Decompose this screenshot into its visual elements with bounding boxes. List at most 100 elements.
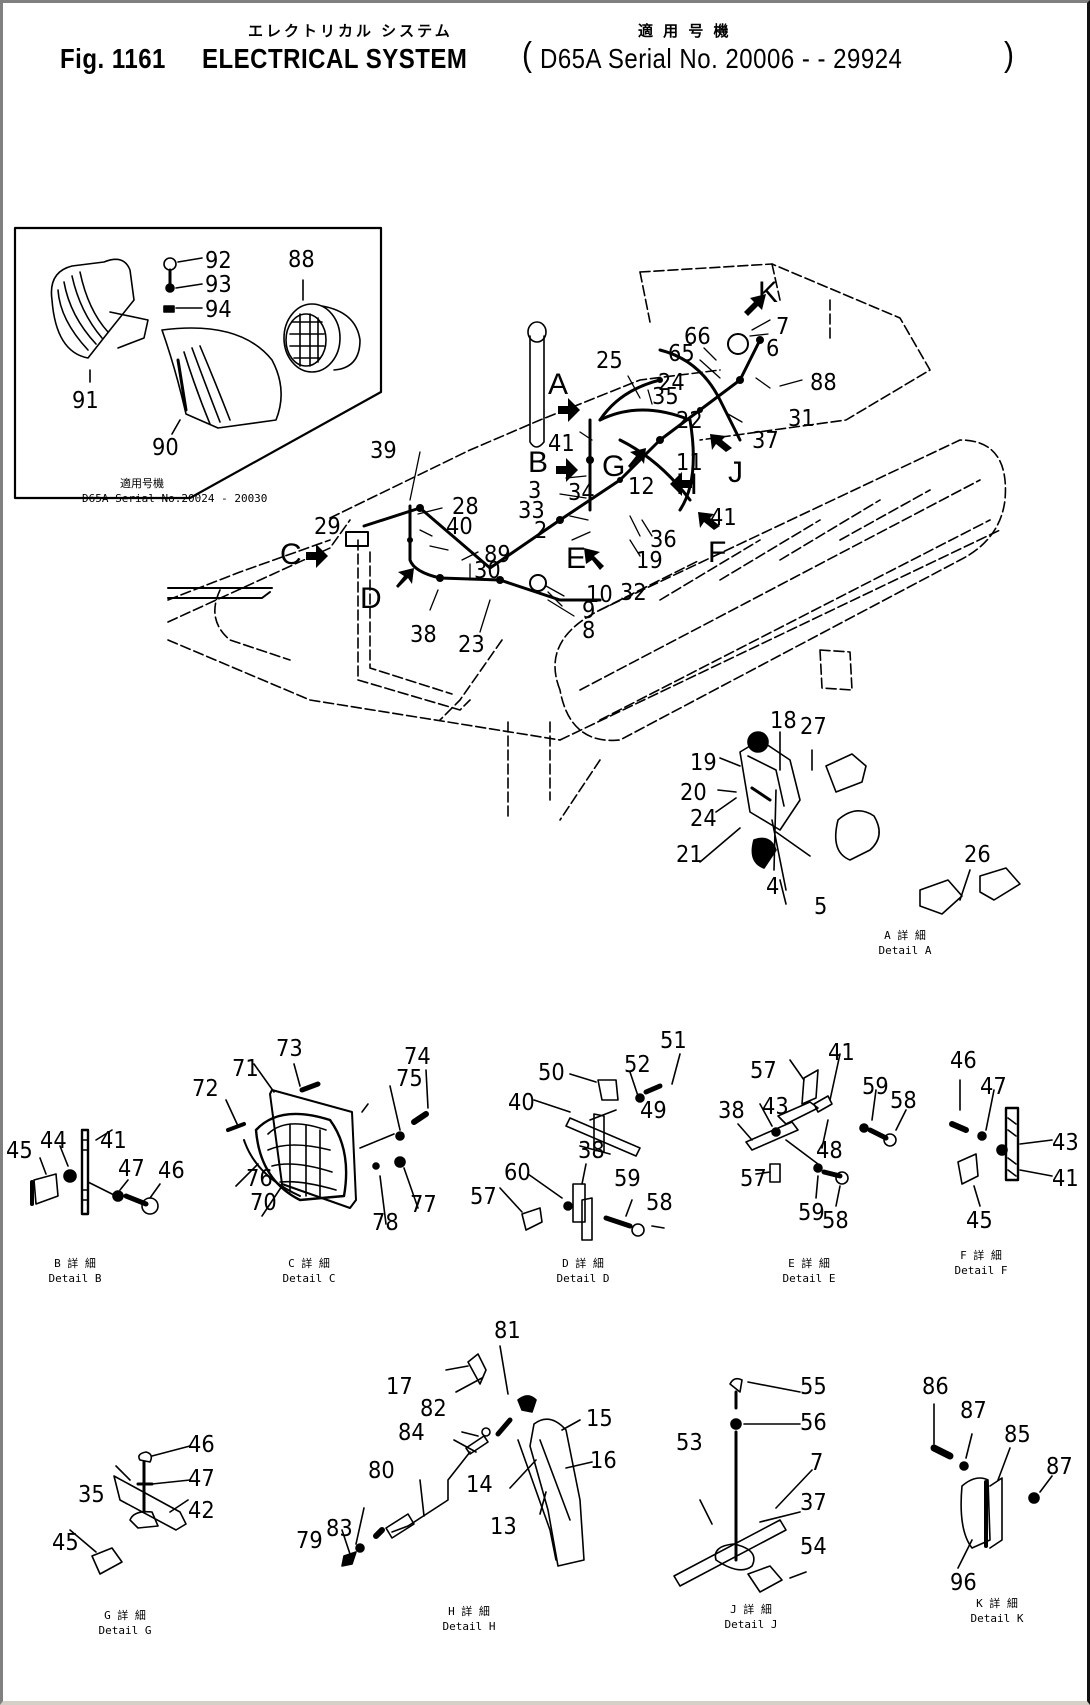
lamp-90-icon	[161, 327, 282, 429]
connector-markers	[407, 333, 764, 592]
callout-number: 34	[568, 478, 595, 506]
callout-number: 75	[396, 1064, 423, 1092]
callout-number: 46	[188, 1430, 215, 1458]
detail-caption-jp: F 詳 細	[960, 1249, 1002, 1262]
detail-caption: Detail F	[954, 1264, 1008, 1277]
detail-G-drawing	[69, 1445, 191, 1575]
detail-letter-J: J	[728, 456, 743, 489]
callout-number: 92	[205, 246, 232, 274]
callout-number: 7	[810, 1448, 824, 1476]
detail-caption-jp: G 詳 細	[104, 1609, 146, 1622]
callout-number: 66	[684, 322, 711, 350]
inset-panel	[13, 226, 383, 500]
open-paren: (	[522, 36, 533, 74]
lamp-bracket	[167, 587, 273, 599]
exhaust-pipe-icon	[527, 321, 547, 448]
detail-caption-jp: E 詳 細	[788, 1257, 830, 1270]
detail-caption: Detail C	[282, 1272, 336, 1285]
callout-number: 9	[582, 596, 596, 624]
callout-number: 56	[800, 1408, 827, 1436]
callout-number: 45	[6, 1136, 33, 1164]
arrow-C-icon	[306, 544, 328, 568]
arrow-D-icon	[396, 568, 414, 588]
detail-caption-jp: A 詳 細	[884, 929, 926, 942]
callout-number: 41	[710, 503, 737, 531]
callout-number: 19	[636, 546, 663, 574]
callout-number: 16	[590, 1446, 617, 1474]
callout-number: 45	[52, 1528, 79, 1556]
detail-H-drawing	[341, 1345, 593, 1567]
callout-number: 77	[410, 1190, 437, 1218]
callout-number: 7	[776, 312, 790, 340]
arrow-B-icon	[556, 458, 578, 482]
callout-number: 32	[620, 578, 647, 606]
callout-number: 46	[158, 1156, 185, 1184]
callout-number: 39	[370, 436, 397, 464]
callout-number: 87	[960, 1396, 987, 1424]
title-japanese: エレクトリカル システム	[248, 23, 453, 40]
callout-number: 38	[578, 1136, 605, 1164]
inset-caption: D65A Serial No.20024 - 20030	[82, 492, 268, 505]
callout-number: 36	[650, 525, 677, 553]
callout-number: 71	[232, 1054, 259, 1082]
callout-number: 58	[822, 1206, 849, 1234]
callout-number: 48	[816, 1136, 843, 1164]
inset-caption-jp: 適用号機	[120, 477, 164, 490]
nut-94-icon	[163, 305, 175, 313]
callout-number: 54	[800, 1532, 827, 1560]
callout-number: 76	[246, 1164, 273, 1192]
callout-number: 55	[800, 1372, 827, 1400]
callout-number: 24	[658, 368, 685, 396]
callout-number: 6	[766, 334, 780, 362]
callout-number: 52	[624, 1050, 651, 1078]
callout-number: 40	[446, 512, 473, 540]
detail-J-drawing	[673, 1377, 813, 1593]
callout-number: 30	[474, 556, 501, 584]
callout-number: 82	[420, 1394, 447, 1422]
callout-number: 93	[205, 270, 232, 298]
callout-number: 43	[762, 1092, 789, 1120]
callout-number: 41	[100, 1126, 127, 1154]
callout-number: 5	[814, 892, 828, 920]
detail-C-drawing	[225, 1063, 429, 1225]
callout-number: 57	[740, 1164, 767, 1192]
callout-number: 18	[770, 706, 797, 734]
callout-number: 25	[596, 346, 623, 374]
callout-number: 74	[404, 1042, 431, 1070]
callout-number: 33	[518, 496, 545, 524]
callout-number: 65	[668, 339, 695, 367]
arrow-H-icon	[670, 472, 692, 496]
callout-number: 81	[494, 1316, 521, 1344]
detail-caption: Detail H	[442, 1620, 496, 1633]
detail-caption-jp: D 詳 細	[562, 1257, 604, 1270]
callout-number: 13	[490, 1512, 517, 1540]
page-title: ELECTRICAL SYSTEM	[202, 44, 468, 76]
callout-number: 22	[676, 406, 703, 434]
callout-number: 10	[586, 580, 613, 608]
callout-number: 70	[250, 1188, 277, 1216]
detail-caption: Detail A	[878, 944, 932, 957]
callout-number: 27	[800, 712, 827, 740]
callout-number: 84	[398, 1418, 425, 1446]
callout-number: 42	[188, 1496, 215, 1524]
callout-number: 80	[368, 1456, 395, 1484]
callout-number: 47	[118, 1154, 145, 1182]
callout-number: 19	[690, 748, 717, 776]
detail-arrows	[306, 294, 766, 588]
callout-number: 89	[484, 540, 511, 568]
callout-number: 59	[798, 1198, 825, 1226]
callout-number: 59	[614, 1164, 641, 1192]
callout-number: 58	[890, 1086, 917, 1114]
callout-number: 85	[1004, 1420, 1031, 1448]
detail-K-drawing	[930, 1403, 1053, 1569]
callout-number: 83	[326, 1514, 353, 1542]
callout-number: 29	[314, 512, 341, 540]
detail-D-drawing	[499, 1053, 681, 1241]
detail-letter-F: F	[708, 536, 727, 569]
detail-caption-jp: B 詳 細	[54, 1257, 96, 1270]
close-paren: )	[1004, 36, 1015, 74]
callout-number: 53	[676, 1428, 703, 1456]
callout-number: 73	[276, 1034, 303, 1062]
callout-number: 35	[652, 382, 679, 410]
